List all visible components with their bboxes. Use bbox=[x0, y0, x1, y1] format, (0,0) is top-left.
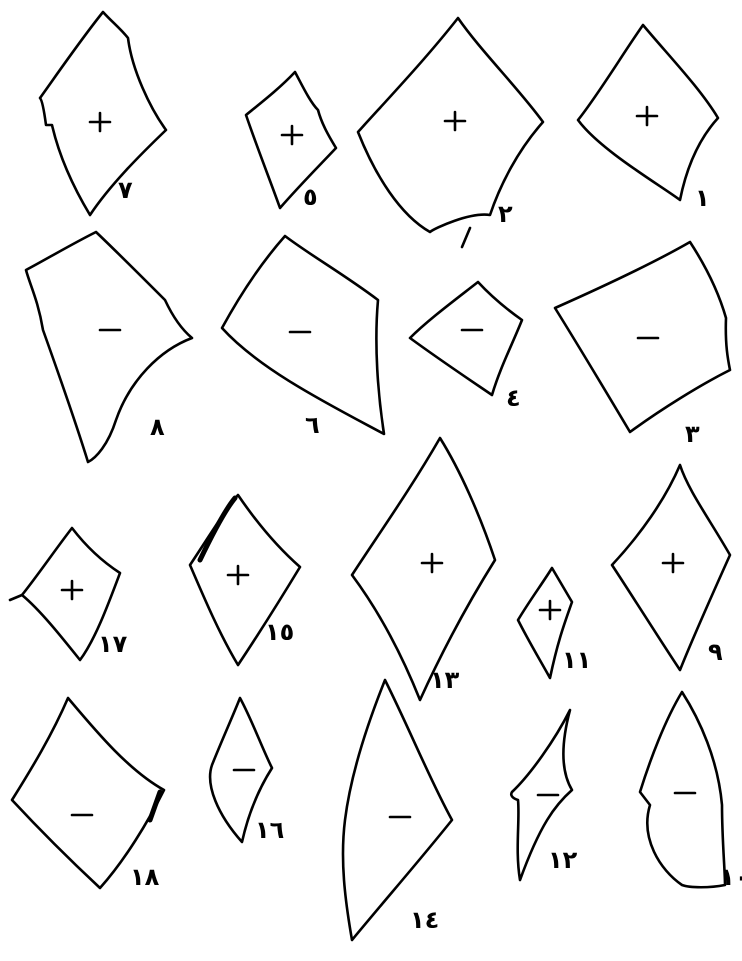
figure-9-sign bbox=[663, 554, 683, 572]
figure-11-sign bbox=[540, 601, 560, 619]
figure-14: ١٤ bbox=[343, 680, 452, 940]
figure-18-thick-edge bbox=[150, 792, 160, 820]
figure-6-outline bbox=[222, 236, 384, 434]
figure-4: ٤ bbox=[410, 282, 522, 412]
figure-7-outline bbox=[40, 12, 166, 215]
figure-10: ١٠ bbox=[640, 692, 742, 891]
figure-2-outline bbox=[358, 18, 543, 232]
figure-2-sign bbox=[445, 112, 465, 130]
figure-6: ٦ bbox=[222, 236, 384, 439]
figure-11: ١١ bbox=[518, 568, 591, 678]
figure-2-tail bbox=[462, 228, 470, 247]
figure-15-sign bbox=[228, 566, 248, 584]
figure-6-label: ٦ bbox=[305, 411, 320, 439]
figure-5: ٥ bbox=[246, 72, 336, 211]
figure-8: ٨ bbox=[26, 232, 192, 462]
figure-18-label: ١٨ bbox=[130, 863, 160, 891]
figure-12: ١٢ bbox=[511, 710, 577, 880]
figure-5-sign bbox=[282, 126, 302, 144]
figure-5-label: ٥ bbox=[303, 183, 318, 211]
figure-16-label: ١٦ bbox=[255, 816, 284, 844]
figure-17: ١٧ bbox=[10, 528, 128, 660]
figure-12-label: ١٢ bbox=[548, 846, 578, 874]
figure-7-label: ٧ bbox=[118, 176, 133, 204]
figure-7: ٧ bbox=[40, 12, 166, 215]
figure-15: ١٥ bbox=[190, 495, 300, 665]
figure-18: ١٨ bbox=[12, 698, 164, 891]
figure-13-label: ١٣ bbox=[430, 666, 460, 694]
figure-17-label: ١٧ bbox=[98, 630, 128, 658]
figure-14-outline bbox=[343, 680, 452, 940]
figure-16: ١٦ bbox=[210, 698, 284, 844]
figure-1-label: ١ bbox=[695, 184, 710, 212]
figure-4-outline bbox=[410, 282, 522, 395]
figure-17-sign bbox=[62, 581, 82, 599]
figure-2-label: ٢ bbox=[498, 200, 513, 228]
figure-7-sign bbox=[90, 113, 110, 131]
figure-8-outline bbox=[26, 232, 192, 462]
figure-13-outline bbox=[352, 438, 495, 700]
figure-4-label: ٤ bbox=[506, 384, 521, 412]
figure-11-label: ١١ bbox=[562, 646, 591, 674]
figure-10-label: ١٠ bbox=[720, 863, 742, 891]
figure-18-outline bbox=[12, 698, 164, 888]
figure-13: ١٣ bbox=[352, 438, 495, 700]
figure-15-label: ١٥ bbox=[265, 618, 294, 646]
figure-1: ١ bbox=[578, 25, 718, 212]
figure-2: ٢ bbox=[358, 18, 543, 247]
figure-8-label: ٨ bbox=[150, 413, 165, 441]
figure-9-label: ٩ bbox=[708, 638, 723, 666]
figure-3: ٣ bbox=[555, 242, 730, 448]
figure-10-outline bbox=[640, 692, 725, 887]
figure-14-label: ١٤ bbox=[410, 906, 439, 934]
figure-3-label: ٣ bbox=[685, 420, 700, 448]
figure-17-tick-left bbox=[10, 595, 22, 600]
figure-1-sign bbox=[637, 107, 657, 125]
figure-9: ٩ bbox=[612, 465, 730, 670]
figure-13-sign bbox=[422, 554, 442, 572]
figure-15-thick-edge bbox=[200, 498, 235, 560]
